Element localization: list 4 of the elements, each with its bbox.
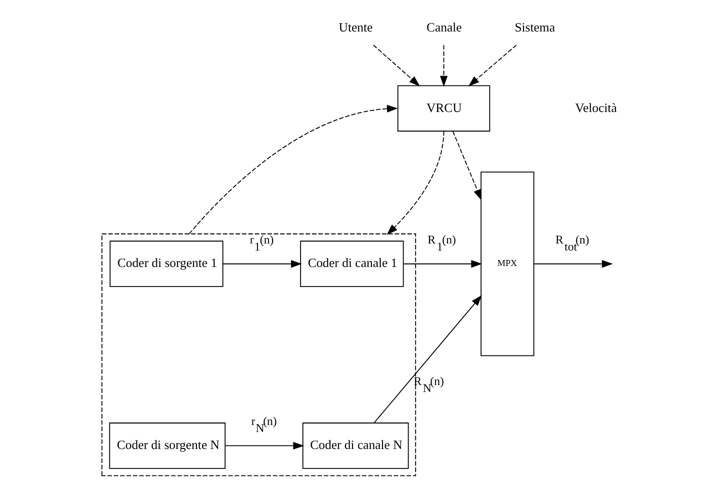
node-text: Canale [426, 20, 462, 35]
label: Velocità [574, 100, 616, 115]
node-text: Utente [338, 20, 372, 35]
node-text: Sistema [514, 20, 554, 35]
